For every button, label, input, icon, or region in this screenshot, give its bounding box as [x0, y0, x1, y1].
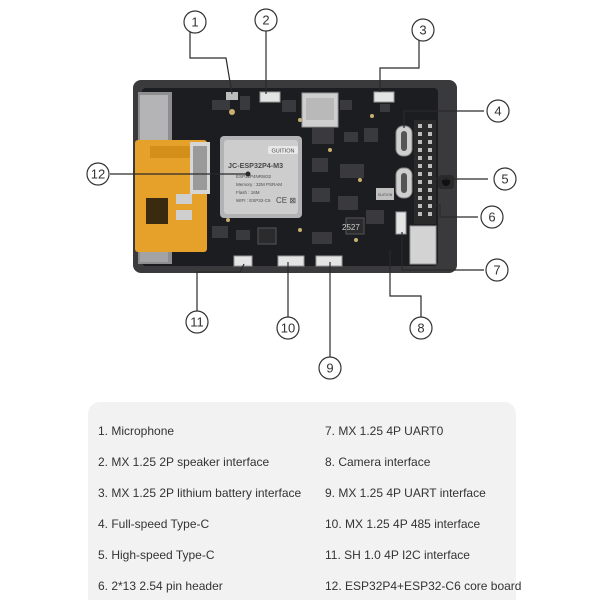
legend-item-4: 4. Full-speed Type-C [98, 517, 210, 531]
legend-item-2: 2. MX 1.25 2P speaker interface [98, 455, 270, 469]
module-flash: Flash : 16M [236, 190, 260, 195]
svg-text:10: 10 [281, 321, 295, 336]
uart0-connector [395, 211, 407, 235]
module-memory: Memory : 32M PSRAM [236, 182, 282, 187]
legend-item-1: 1. Microphone [98, 424, 175, 438]
rs485-connector [277, 255, 305, 267]
legend-item-5: 5. High-speed Type-C [98, 548, 215, 562]
svg-text:7: 7 [493, 263, 500, 278]
legend-item-6: 6. 2*13 2.54 pin header [98, 579, 223, 593]
microphone [226, 92, 238, 100]
svg-text:12: 12 [91, 167, 105, 182]
callout-3: 3 [411, 18, 435, 42]
inductor [257, 227, 277, 245]
svg-text:3: 3 [419, 23, 426, 38]
svg-text:5: 5 [501, 172, 508, 187]
camera-connector [409, 225, 437, 265]
svg-text:4: 4 [494, 104, 501, 119]
callout-1: 1 [183, 10, 207, 34]
uart-connector [315, 255, 343, 267]
callout-12: 12 [86, 162, 110, 186]
svg-text:2: 2 [262, 13, 269, 28]
callout-4: 4 [486, 99, 510, 123]
svg-text:1: 1 [191, 15, 198, 30]
legend-item-12: 12. ESP32P4+ESP32-C6 core board [325, 579, 522, 593]
battery-connector [373, 91, 395, 103]
i2c-connector [233, 255, 253, 267]
leader-lines [110, 30, 488, 358]
legend-item-10: 10. MX 1.25 4P 485 interface [325, 517, 481, 531]
speaker-connector [259, 91, 281, 103]
inductor [345, 217, 365, 235]
svg-text:6: 6 [488, 210, 495, 225]
module-cert: CE ⊠ [276, 196, 296, 205]
callout-2: 2 [254, 8, 278, 32]
pcb-components [212, 96, 390, 244]
module-model: JC-ESP32P4-M3 [228, 161, 283, 170]
module-part: ESP32P4NRW32 [236, 174, 272, 179]
callout-7: 7 [485, 258, 509, 282]
legend-item-3: 3. MX 1.25 2P lithium battery interface [98, 486, 302, 500]
svg-text:8: 8 [417, 321, 424, 336]
core-module: GUITION JC-ESP32P4-M3 ESP32P4NRW32 Memor… [220, 136, 302, 218]
legend-item-7: 7. MX 1.25 4P UART0 [325, 424, 444, 438]
callout-6: 6 [480, 205, 504, 229]
module-wifi: WIFI : ESP32-C6 [236, 198, 271, 203]
legend-item-11: 11. SH 1.0 4P I2C interface [325, 548, 470, 562]
pin-header [414, 120, 436, 224]
svg-text:11: 11 [190, 315, 204, 330]
callout-11: 11 [185, 310, 209, 334]
legend-item-8: 8. Camera interface [325, 455, 431, 469]
legend-panel: 1. Microphone 2. MX 1.25 2P speaker inte… [88, 402, 521, 600]
callout-10: 10 [276, 316, 300, 340]
callout-5: 5 [493, 167, 517, 191]
small-chip-label: GUITION [378, 193, 393, 197]
board-diagram: GUITION 2527 GUITION JC-ESP32P4-M3 ESP32… [86, 8, 517, 380]
callout-9: 9 [318, 356, 342, 380]
callout-8: 8 [409, 316, 433, 340]
legend-item-9: 9. MX 1.25 4P UART interface [325, 486, 486, 500]
board-silk-label: 2527 [342, 223, 360, 232]
svg-text:9: 9 [326, 361, 333, 376]
module-brand: GUITION [272, 149, 295, 155]
